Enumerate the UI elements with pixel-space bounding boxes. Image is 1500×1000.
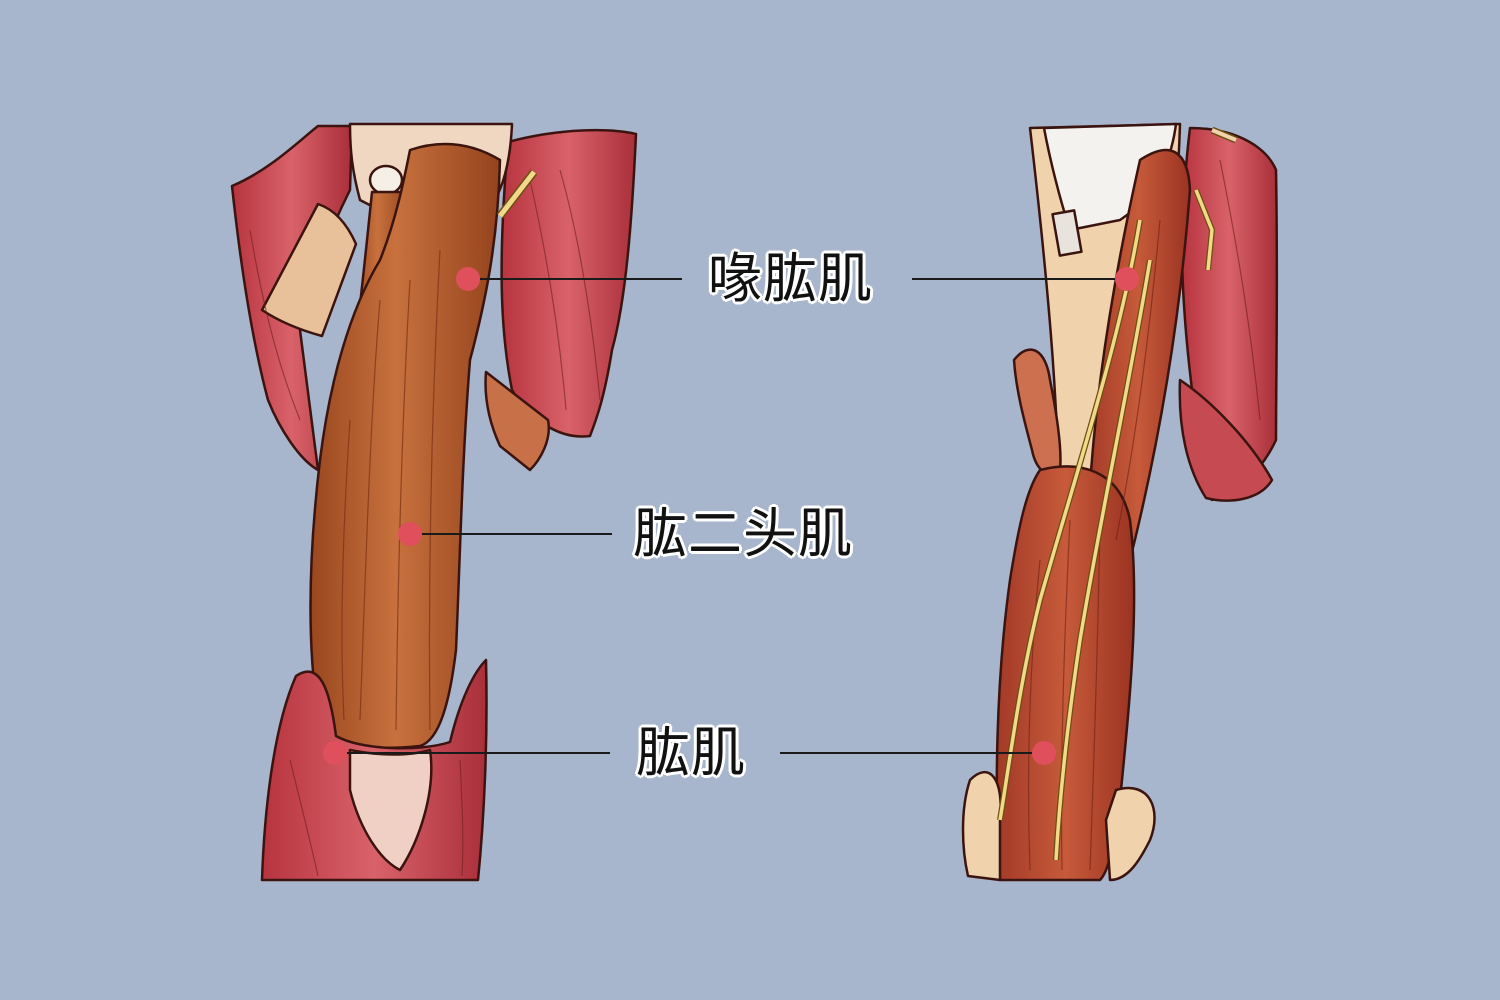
right-arm-illustration (961, 122, 1279, 882)
left-pectoral (500, 128, 638, 438)
marker-brach-right (1032, 741, 1056, 765)
right-detached-muscle (1178, 378, 1274, 502)
left-coracoid-process (368, 164, 404, 196)
left-arm-illustration (230, 122, 638, 882)
marker-coraco-right (1115, 267, 1139, 291)
label-coracobrachialis: 喙肱肌 (708, 247, 873, 310)
right-elbow-epicondyle (1104, 786, 1156, 882)
leader-lines (335, 278, 1127, 754)
right-tendon-stub (1051, 209, 1083, 257)
label-biceps-brachii: 肱二头肌 (633, 502, 853, 565)
label-brachialis: 肱肌 (636, 721, 746, 784)
right-elbow-bone (961, 771, 1002, 882)
marker-brach-left (323, 741, 347, 765)
left-aponeurosis (348, 748, 433, 872)
left-cut-muscle (484, 370, 551, 472)
left-reflected-strap (260, 202, 358, 338)
marker-coraco-left (456, 267, 480, 291)
markers (323, 267, 1139, 765)
left-biceps (309, 142, 502, 750)
marker-biceps (398, 522, 422, 546)
